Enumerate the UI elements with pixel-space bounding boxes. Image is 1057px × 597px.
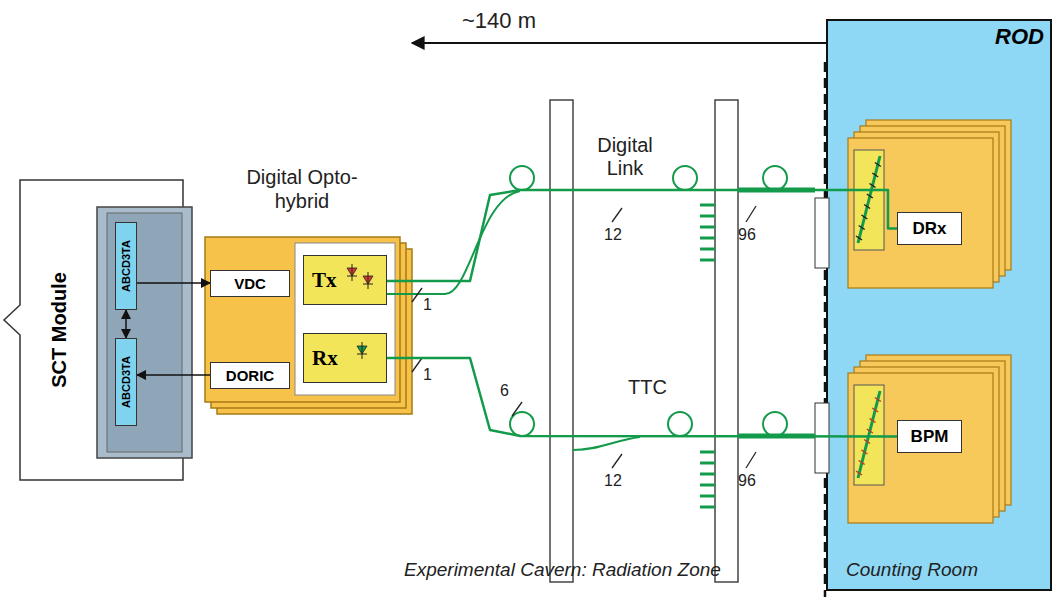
rod-crate: RODDRxBPM [827,20,1052,592]
fiber [387,191,520,294]
optical-array [854,150,884,250]
diode-symbol [344,264,380,294]
array-element [856,236,862,240]
count-slash [746,206,756,222]
fanout-fiber [700,237,715,240]
distance-arrow [412,42,863,44]
fanout-fiber [700,226,715,229]
optical-frame [295,243,395,395]
function-box: VDC [210,270,290,297]
array-element [864,205,870,209]
array-element [864,440,870,444]
zone-label: Counting Room [846,559,978,581]
fiber-count: 96 [738,472,756,490]
hybrid-board [97,207,192,458]
rod-card [848,373,993,523]
opto-hybrid-board: Digital Opto-hybridVDCDORICTxRx [205,237,400,402]
fiber-count: 6 [500,382,509,400]
patch-panel [715,100,738,582]
array-element [861,215,867,219]
rod-card [848,138,993,288]
optical-fiber [387,358,897,437]
hybrid-panel [107,213,182,452]
count-slash [412,288,422,302]
fanout-fiber [700,484,715,487]
array-element [867,194,873,198]
array-element [856,471,862,475]
opto-board-front [205,237,400,402]
module-shape: SCT Module [20,180,97,480]
fiber-loop [510,166,534,190]
count-slash [746,452,756,468]
array-element [867,429,873,433]
function-box: DRx [897,212,962,245]
function-box: DORIC [210,362,290,389]
array-element [875,398,881,402]
count-slash [412,358,422,372]
patch-panel [550,100,573,582]
zone-label: Experimental Cavern: Radiation Zone [404,559,721,581]
diode-lead [362,342,363,359]
diode-lead [352,264,353,281]
array-element [870,419,876,423]
fanout-fiber [700,204,715,207]
count-slash [512,402,522,416]
optical-array [854,385,884,485]
signal-arrow [137,374,210,376]
array-element [870,184,876,188]
fanout-fiber [700,506,715,509]
readout-chip: ABCD3TA [115,338,137,426]
transmitter-box: Tx [303,255,387,305]
readout-chip: ABCD3TA [115,222,137,310]
array-fiber [858,156,880,243]
array-element [859,226,865,230]
fiber-split [573,437,640,450]
zone-boundary [824,62,827,597]
signal-arrow [125,310,127,338]
function-box: BPM [897,420,962,453]
optical-fiber [387,190,897,281]
diode-symbol [344,342,380,372]
fanout-fiber [700,473,715,476]
rod-connector [815,198,829,268]
module-outline [4,180,183,480]
fanout-fiber [700,215,715,218]
array-element [872,408,878,412]
signal-arrow [137,282,210,284]
fiber-loop [673,166,697,190]
count-slash [612,454,622,468]
fiber-loop [763,166,787,190]
fiber-loop [763,412,787,436]
fiber-loop [668,412,692,436]
fanout-fiber [700,495,715,498]
link-label: TTC [628,376,667,399]
fanout-fiber [700,259,715,262]
receiver-box: Rx [303,333,387,383]
fiber-count: 1 [423,366,432,384]
count-slash [612,208,622,222]
rod-connector [815,403,829,473]
array-fiber [858,391,880,478]
link-label: Digital Link [580,134,670,180]
array-element [861,450,867,454]
diode-lead [368,272,369,289]
array-element [875,163,881,167]
fiber-loop [510,412,534,436]
fanout-fiber [700,451,715,454]
array-element [859,461,865,465]
fiber-details [387,166,815,507]
fanout-fiber [700,462,715,465]
dimension-label: ~140 m [462,8,536,34]
fiber-count: 12 [604,472,622,490]
fiber-count: 96 [738,226,756,244]
array-element [872,173,878,177]
fiber-count: 1 [423,296,432,314]
rod-crate [827,20,1051,590]
fiber-count: 12 [604,226,622,244]
fanout-fiber [700,248,715,251]
rod-cards [848,120,1011,523]
